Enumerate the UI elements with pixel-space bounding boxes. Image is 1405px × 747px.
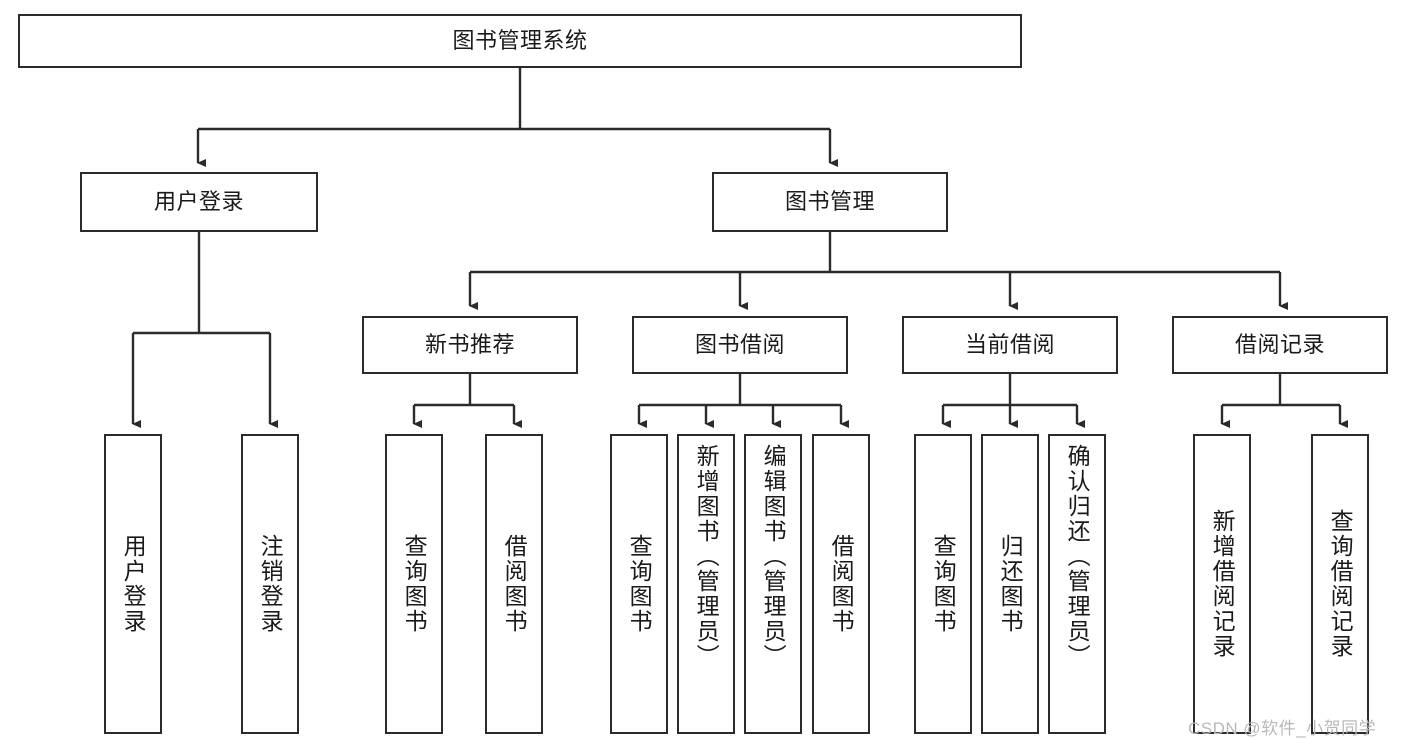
node-book-borrow[interactable]: 图书借阅 [632,316,848,374]
node-leaf-borrow-book-recommend[interactable]: 借阅图书 [485,434,543,734]
node-label: 借阅记录 [1234,331,1325,357]
node-leaf-query-book-recommend[interactable]: 查询图书 [385,434,443,734]
csdn-watermark: CSDN @软件_小贺同学 [1188,719,1377,738]
node-leaf-query-book-borrow[interactable]: 查询图书 [610,434,668,734]
node-leaf-edit-book[interactable]: 编辑图书（管理员） [744,434,802,734]
node-label: 用户登录 [120,534,147,634]
node-book-management[interactable]: 图书管理 [712,172,948,232]
node-label: 查询借阅记录 [1327,509,1354,659]
node-label: 新书推荐 [424,331,515,357]
node-current-borrow[interactable]: 当前借阅 [902,316,1118,374]
node-label: 新增借阅记录 [1209,509,1236,659]
node-label: 用户登录 [153,188,244,214]
node-label: 查询图书 [401,534,428,634]
node-label: 图书管理系统 [452,27,588,53]
node-label: 图书借阅 [694,331,785,357]
node-leaf-add-book[interactable]: 新增图书（管理员） [677,434,735,734]
node-user-login[interactable]: 用户登录 [80,172,318,232]
node-label: 归还图书 [997,534,1024,634]
node-label: 查询图书 [626,534,653,634]
node-label: 查询图书 [930,534,957,634]
node-leaf-confirm-return[interactable]: 确认归还（管理员） [1048,434,1106,734]
node-label: 当前借阅 [964,331,1055,357]
node-label: 借阅图书 [828,534,855,634]
node-leaf-user-login[interactable]: 用户登录 [104,434,162,734]
node-label: 确认归还（管理员） [1064,444,1091,669]
node-leaf-return-book[interactable]: 归还图书 [981,434,1039,734]
node-root-system[interactable]: 图书管理系统 [18,14,1022,68]
node-leaf-user-logout[interactable]: 注销登录 [241,434,299,734]
node-borrow-record[interactable]: 借阅记录 [1172,316,1388,374]
node-label: 注销登录 [257,534,284,634]
node-label: 新增图书（管理员） [693,444,720,669]
node-label: 图书管理 [784,188,875,214]
node-label: 编辑图书（管理员） [760,444,787,669]
node-leaf-query-borrow-record[interactable]: 查询借阅记录 [1311,434,1369,734]
node-new-book-recommend[interactable]: 新书推荐 [362,316,578,374]
node-leaf-query-book-current[interactable]: 查询图书 [914,434,972,734]
node-label: 借阅图书 [501,534,528,634]
node-leaf-add-borrow-record[interactable]: 新增借阅记录 [1193,434,1251,734]
node-leaf-borrow-book[interactable]: 借阅图书 [812,434,870,734]
